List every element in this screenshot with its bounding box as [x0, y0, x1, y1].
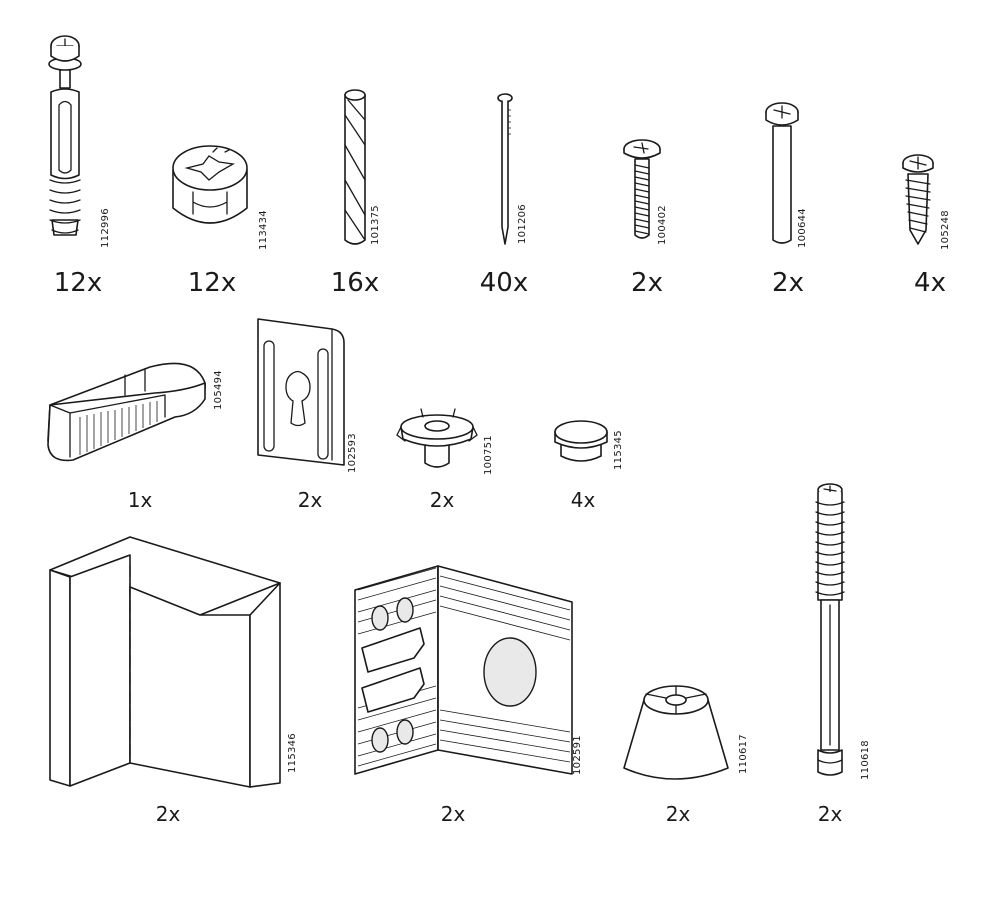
corner-bracket-drawing: [350, 560, 580, 780]
nail-drawing: [495, 92, 515, 250]
machine-screw-part: 100402: [622, 135, 682, 253]
part-number: 101375: [370, 205, 381, 245]
part-number: 102593: [347, 433, 358, 473]
wedge-block-part: 105494: [45, 355, 235, 470]
tee-nut-part: 100751: [395, 405, 500, 480]
long-pin-screw-drawing: [762, 100, 802, 250]
cam-lock-part: 113434: [165, 140, 269, 255]
part-number: 100402: [657, 205, 668, 245]
threaded-rod-drawing: [808, 480, 853, 780]
wedge-block-drawing: [45, 355, 210, 470]
cam-lock-drawing: [165, 140, 255, 240]
part-number: 113434: [258, 210, 269, 250]
part-number: 101206: [517, 204, 528, 244]
part-number: 100644: [797, 208, 808, 248]
quantity-label: 2x: [440, 802, 466, 826]
part-number: 115346: [287, 733, 298, 773]
quantity-label: 2x: [665, 802, 691, 826]
quantity-label: 40x: [479, 268, 529, 298]
furniture-foot-part: 110617: [620, 680, 760, 780]
long-pin-screw-part: 100644: [762, 100, 822, 253]
part-number: 115345: [613, 430, 624, 470]
wooden-dowel-drawing: [340, 85, 370, 250]
machine-screw-drawing: [622, 135, 662, 247]
quantity-label: 2x: [817, 802, 843, 826]
quantity-label: 1x: [127, 488, 153, 512]
part-number: 110618: [860, 740, 871, 780]
quantity-label: 12x: [53, 268, 103, 298]
short-screw-part: 105248: [900, 152, 960, 252]
cap-plug-drawing: [553, 418, 613, 473]
quantity-label: 2x: [772, 268, 804, 298]
part-number: 105248: [940, 210, 951, 250]
part-number: 105494: [213, 370, 224, 410]
short-screw-drawing: [900, 152, 936, 247]
nail-part: 101206: [495, 92, 545, 252]
part-number: 110617: [738, 734, 749, 774]
quantity-label: 12x: [187, 268, 237, 298]
quantity-label: 2x: [429, 488, 455, 512]
threaded-rod-part: 110618: [808, 480, 878, 785]
keyhole-plate-drawing: [250, 315, 350, 470]
quantity-label: 4x: [914, 268, 946, 298]
quantity-label: 2x: [631, 268, 663, 298]
wooden-dowel-part: 101375: [340, 85, 400, 255]
corner-block-part: 115346: [45, 535, 305, 790]
corner-bracket-part: 102591: [350, 560, 590, 785]
part-number: 100751: [483, 435, 494, 475]
keyhole-plate-part: 102593: [250, 315, 360, 480]
cam-bolt-drawing: [40, 30, 90, 250]
furniture-foot-drawing: [620, 680, 732, 780]
part-number: 112996: [100, 208, 111, 248]
quantity-label: 4x: [570, 488, 596, 512]
tee-nut-drawing: [395, 405, 480, 480]
quantity-label: 16x: [330, 268, 380, 298]
quantity-label: 2x: [297, 488, 323, 512]
cap-plug-part: 115345: [553, 418, 633, 478]
part-number: 102591: [572, 735, 583, 775]
corner-block-drawing: [45, 535, 285, 790]
quantity-label: 2x: [155, 802, 181, 826]
cam-bolt-part: 112996: [40, 30, 120, 255]
